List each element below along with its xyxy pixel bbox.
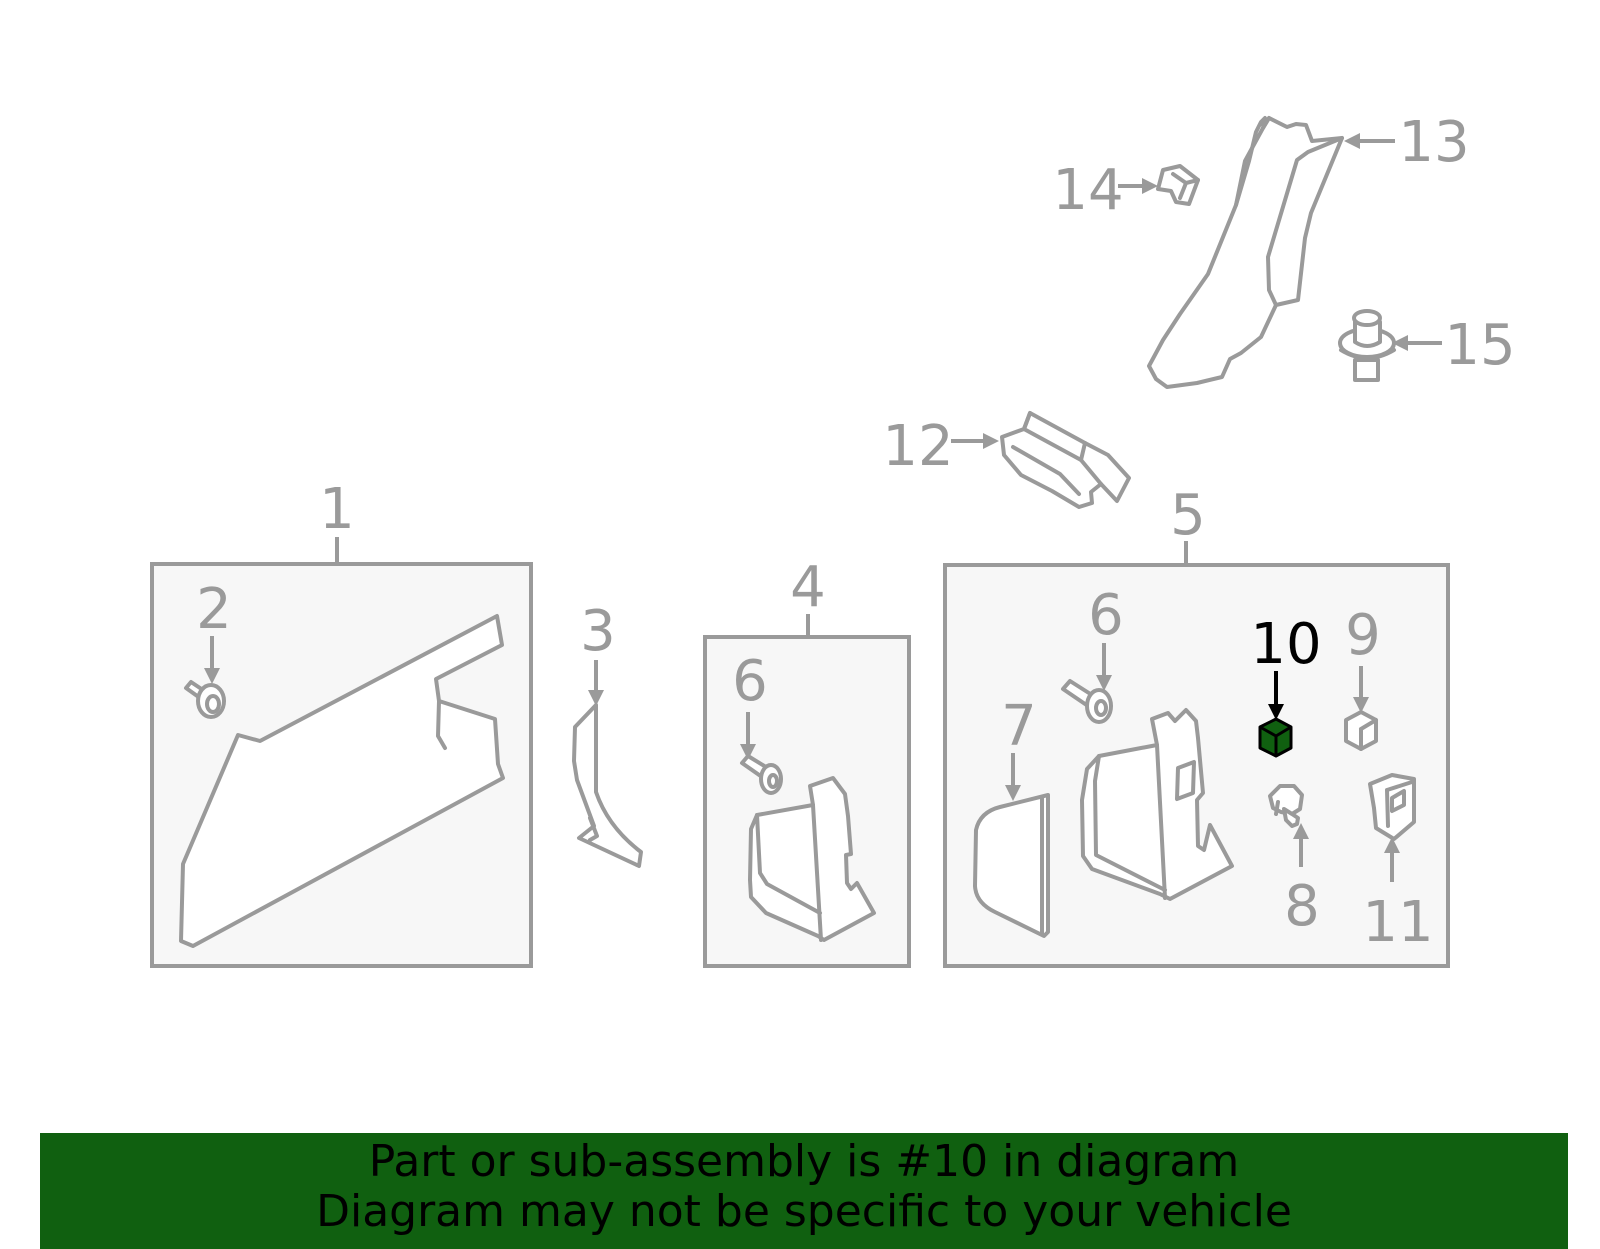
arrow-7	[1005, 785, 1021, 801]
part-11-bracket[interactable]	[1368, 773, 1416, 841]
part-8-fastener[interactable]	[1268, 784, 1304, 828]
part-12-bracket[interactable]	[1000, 411, 1131, 509]
part-7-cover[interactable]	[973, 793, 1050, 938]
arrow-8	[1293, 823, 1309, 839]
part-5-detail-b	[1093, 754, 1167, 892]
part-13-detail-b	[1266, 136, 1344, 307]
callout-10[interactable]: 10	[1250, 612, 1321, 677]
callout-12[interactable]: 12	[882, 414, 953, 479]
part-15-grommet[interactable]	[1338, 309, 1396, 382]
part-1-quarter-trim-panel[interactable]	[179, 614, 505, 948]
callout-2[interactable]: 2	[196, 577, 232, 642]
part-3-detail-line	[588, 816, 599, 842]
arrow-3	[588, 690, 604, 706]
callout-6-box4[interactable]: 6	[732, 649, 768, 714]
part-14-clip[interactable]	[1156, 164, 1200, 206]
callout-1[interactable]: 1	[319, 477, 355, 542]
arrow-2	[204, 668, 220, 684]
callout-3[interactable]: 3	[580, 599, 616, 664]
callout-11[interactable]: 11	[1362, 890, 1433, 955]
info-banner: Part or sub-assembly is #10 in diagram D…	[40, 1133, 1568, 1249]
part-4-trim[interactable]	[748, 776, 876, 942]
part-5-detail-a	[1155, 743, 1167, 900]
banner-line-part: Part or sub-assembly is #10 in diagram	[368, 1136, 1240, 1187]
callout-14[interactable]: 14	[1052, 158, 1123, 223]
callout-15[interactable]: 15	[1444, 313, 1515, 378]
callout-8[interactable]: 8	[1284, 874, 1320, 939]
arrow-15	[1392, 335, 1408, 351]
callout-9[interactable]: 9	[1345, 603, 1381, 668]
callout-7[interactable]: 7	[1001, 694, 1037, 759]
part-6-screw-box5[interactable]	[1061, 679, 1113, 724]
arrow-6-box5	[1096, 675, 1112, 691]
arrow-13	[1344, 133, 1360, 149]
part-5-window	[1175, 760, 1196, 801]
callout-5[interactable]: 5	[1170, 483, 1206, 548]
part-10-clip-highlighted[interactable]	[1258, 717, 1293, 758]
part-13-pillar-trim[interactable]	[1147, 116, 1344, 389]
callout-6-box5[interactable]: 6	[1088, 583, 1124, 648]
callout-13[interactable]: 13	[1398, 110, 1469, 175]
part-1-detail-line	[436, 699, 447, 750]
banner-line-disclaimer: Diagram may not be specific to your vehi…	[316, 1186, 1292, 1237]
part-4-detail-a	[811, 803, 823, 942]
arrow-6-box4	[740, 744, 756, 760]
part-3-trim-strip[interactable]	[572, 703, 643, 868]
part-4-detail-b	[755, 813, 822, 915]
arrow-10	[1268, 704, 1284, 720]
part-9-clip[interactable]	[1344, 710, 1378, 751]
callout-4[interactable]: 4	[790, 555, 826, 620]
arrow-9	[1353, 697, 1369, 713]
part-5-trim[interactable]	[1080, 708, 1234, 901]
part-2-clip[interactable]	[184, 680, 226, 719]
arrow-12	[983, 433, 999, 449]
arrow-14	[1142, 178, 1158, 194]
arrow-11	[1384, 837, 1400, 853]
part-6-screw-box4[interactable]	[740, 754, 783, 795]
part-13-detail-a	[1234, 116, 1271, 207]
